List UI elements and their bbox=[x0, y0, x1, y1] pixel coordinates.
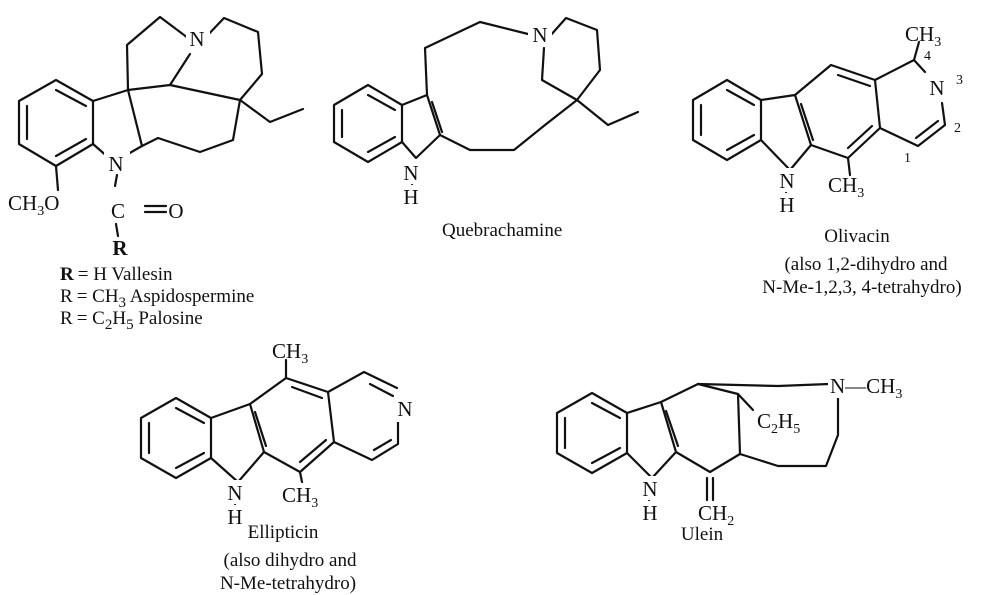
ulein-indole-n: N bbox=[642, 477, 657, 501]
ulein-ethyl: C2H5 bbox=[757, 409, 800, 437]
vallesin-amide-n: N bbox=[108, 152, 123, 176]
ulein-n-methyl: N—CH3 bbox=[830, 374, 902, 402]
quebrachamine-ring-n: N bbox=[532, 23, 547, 47]
olivacin-caption: Olivacin bbox=[824, 226, 890, 247]
ellipticin-ch3-top: CH3 bbox=[272, 339, 308, 367]
vallesin-methoxy: CH3O bbox=[8, 191, 59, 219]
ellipticin-indole-n: N bbox=[227, 481, 242, 505]
vallesin-carbonyl-o: O bbox=[168, 199, 183, 223]
quebrachamine-caption: Quebrachamine bbox=[442, 220, 562, 241]
ellipticin-note-line2: N-Me-tetrahydro) bbox=[220, 573, 356, 594]
vallesin-legend: R= H Vallesin R= CH3 Aspidospermine R= C… bbox=[60, 264, 254, 333]
ellipticin-ring-n: N bbox=[397, 397, 412, 421]
olivacin-indole-n: N bbox=[779, 169, 794, 193]
ellipticin-caption: Ellipticin bbox=[248, 522, 319, 543]
olivacin-position-1: 1 bbox=[904, 151, 911, 166]
vallesin-carbonyl-c: C bbox=[111, 199, 125, 223]
ellipticin-indole-h: H bbox=[227, 505, 242, 529]
olivacin-ch3-top: CH3 bbox=[905, 22, 941, 50]
olivacin-position-4: 4 bbox=[924, 49, 931, 64]
quebrachamine-indole-n: N bbox=[403, 161, 418, 185]
olivacin-note-line2: N-Me-1,2,3, 4-tetrahydro) bbox=[762, 277, 961, 298]
olivacin-structure: CH3 N N H CH3 4 3 2 1 Olivacin (also 1,2… bbox=[691, 22, 963, 298]
vallesin-ring-n: N bbox=[189, 27, 204, 51]
ellipticin-note-line1: (also dihydro and bbox=[224, 550, 357, 571]
olivacin-note-line1: (also 1,2-dihydro and bbox=[784, 254, 948, 275]
olivacin-position-3: 3 bbox=[956, 73, 963, 88]
legend-aspidospermine: R= CH3 Aspidospermine bbox=[60, 286, 254, 311]
ulein-caption: Ulein bbox=[681, 524, 724, 545]
vallesin-r-group: R bbox=[112, 236, 128, 260]
ellipticin-structure: CH3 N N H CH3 Ellipticin (also dihydro a… bbox=[139, 339, 418, 594]
vallesin-structure: N N C O R CH3O bbox=[8, 15, 305, 260]
olivacin-ch3-bottom: CH3 bbox=[828, 173, 864, 201]
legend-vallesin: R= H Vallesin bbox=[60, 264, 173, 285]
ulein-indole-h: H bbox=[642, 501, 657, 525]
ellipticin-ch3-bottom: CH3 bbox=[282, 483, 318, 511]
olivacin-position-2: 2 bbox=[954, 121, 961, 136]
ulein-structure: N—CH3 C2H5 N H CH2 Ulein bbox=[555, 374, 902, 545]
olivacin-indole-h: H bbox=[779, 193, 794, 217]
ulein-methylene: CH2 bbox=[698, 501, 734, 529]
quebrachamine-indole-h: H bbox=[403, 185, 418, 209]
quebrachamine-structure: N N H Quebrachamine bbox=[332, 16, 640, 241]
olivacin-ring-n: N bbox=[929, 76, 944, 100]
legend-palosine: R= C2H5 Palosine bbox=[60, 308, 203, 333]
